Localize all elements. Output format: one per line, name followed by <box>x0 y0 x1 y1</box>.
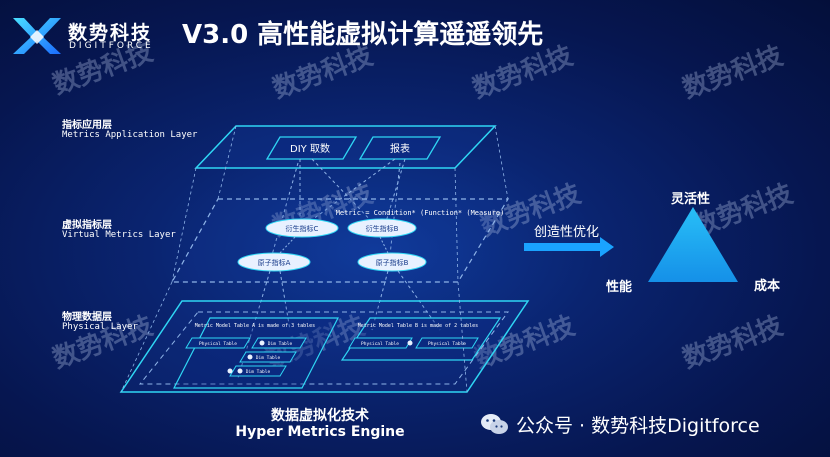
svg-text:Physical Table: Physical Table <box>199 341 237 347</box>
diy-box <box>265 136 358 160</box>
dim-table-a3 <box>229 365 287 377</box>
model-table-a-label: Metric Model Table A is made of 3 tables <box>195 323 315 329</box>
engine-title-en: Hyper Metrics Engine <box>235 424 405 440</box>
logo-name-cn: 数势科技 <box>68 22 153 44</box>
footer-text: 公众号 · 数势科技Digitforce <box>516 415 760 437</box>
svg-text:Dim Table: Dim Table <box>246 369 271 375</box>
layer-virtual-cn: 虚拟指标层 <box>62 220 112 231</box>
logo-mark-icon <box>13 18 61 54</box>
report-box <box>358 136 442 160</box>
svg-text:原子指标A: 原子指标A <box>258 258 291 267</box>
physical-inner-frame <box>138 311 509 385</box>
engine-title-cn: 数据虚拟化技术 <box>271 408 369 424</box>
flexibility-label: 灵活性 <box>671 192 711 207</box>
svg-text:Physical Table: Physical Table <box>361 341 399 347</box>
physical-table-b1 <box>348 337 413 349</box>
model-table-b-label: Metric Model Table B is made of 2 tables <box>358 323 478 329</box>
optimize-arrow-icon <box>524 237 614 257</box>
layer-application-en: Metrics Application Layer <box>62 130 198 140</box>
svg-text:Dim Table: Dim Table <box>256 355 281 361</box>
logo: 数势科技 DIGITFORCE <box>10 14 185 56</box>
cost-label: 成本 <box>754 279 781 294</box>
logo-name-en: DIGITFORCE <box>69 41 154 51</box>
layer-application-cn: 指标应用层 <box>62 120 112 131</box>
metric-formula: Metric = Condition* (Function* (Measure) <box>336 209 505 217</box>
atomic-metric-a <box>237 252 311 272</box>
svg-text:衍生指标C: 衍生指标C <box>286 224 319 233</box>
physical-table-b2 <box>415 337 479 349</box>
physical-table-a1 <box>185 337 251 349</box>
page-title: V3.0 高性能虚拟计算遥遥领先 <box>182 20 544 50</box>
layer-virtual-en: Virtual Metrics Layer <box>62 230 176 240</box>
report-box-label: 报表 <box>390 142 410 155</box>
derived-metric-b <box>347 218 417 238</box>
atomic-metric-b <box>357 252 427 272</box>
derived-metric-c <box>265 218 339 238</box>
svg-text:衍生指标B: 衍生指标B <box>366 224 399 233</box>
diy-box-label: DIY 取数 <box>290 142 330 155</box>
optimize-label: 创造性优化 <box>534 225 600 240</box>
svg-text:原子指标B: 原子指标B <box>376 258 409 267</box>
dim-table-a1 <box>251 337 307 349</box>
performance-label: 性能 <box>606 280 633 295</box>
layer-physical-cn: 物理数据层 <box>62 312 112 323</box>
wechat-icon <box>481 414 508 434</box>
tradeoff-triangle <box>648 207 738 282</box>
svg-text:Physical Table: Physical Table <box>428 341 466 347</box>
dim-table-a2 <box>239 351 297 363</box>
layer-physical-en: Physical Layer <box>62 322 138 332</box>
svg-text:Dim Table: Dim Table <box>268 341 293 347</box>
